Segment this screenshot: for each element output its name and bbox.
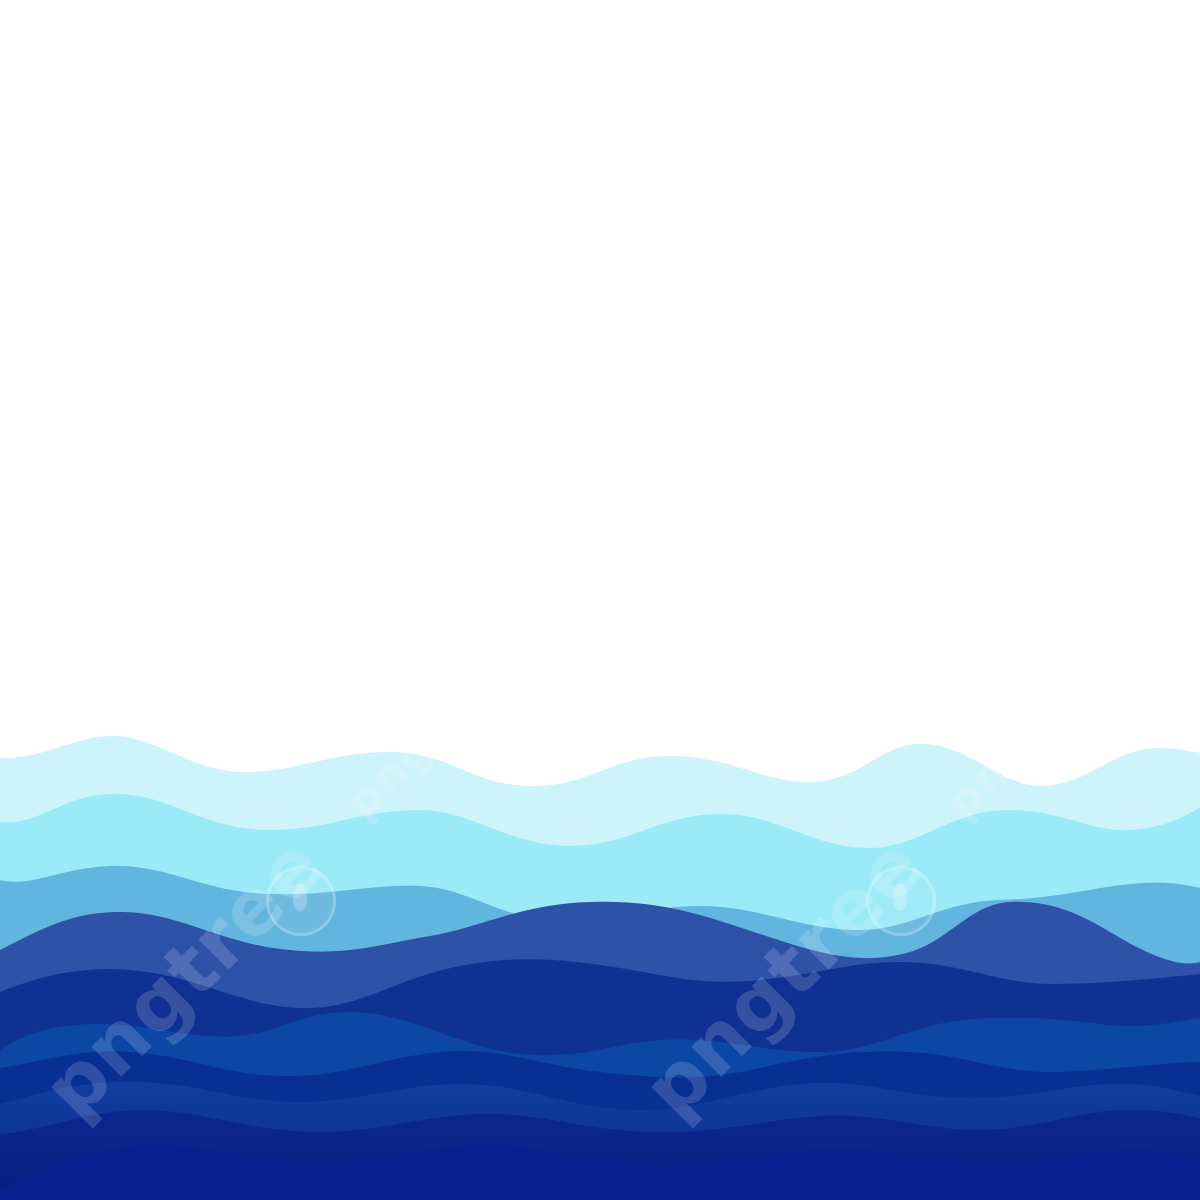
watermark-logo-icon	[866, 866, 936, 936]
watermark-logo-icon	[266, 866, 336, 936]
wave-layer-10	[0, 1145, 1200, 1200]
